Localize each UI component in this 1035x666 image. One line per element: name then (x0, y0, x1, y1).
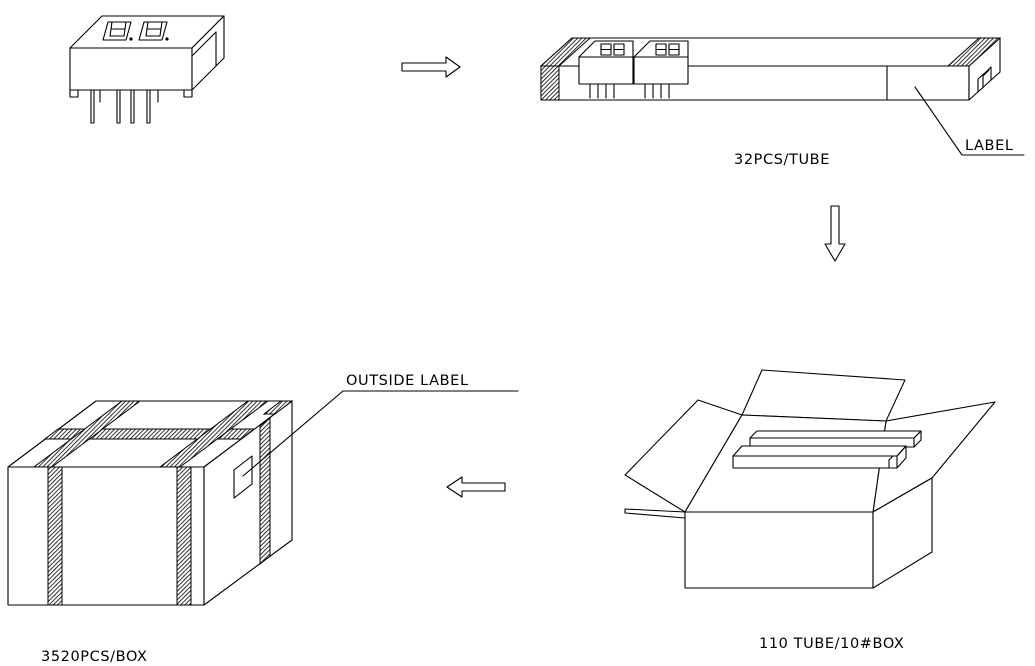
outside-label-leader (242, 390, 519, 477)
tube-label-text: LABEL (965, 138, 1014, 154)
component-pins (90, 89, 159, 124)
outside-label-text: OUTSIDE LABEL (346, 373, 469, 389)
box-strap-right-front (176, 466, 192, 606)
tube-component-1 (578, 40, 634, 99)
tube-label-leader (914, 86, 1025, 156)
box-strap-left-front (47, 466, 63, 606)
carton-back-flap (741, 369, 906, 422)
sealed-box (7, 390, 519, 606)
open-carton (624, 369, 996, 589)
component-front-face (69, 47, 193, 91)
carton-front-face (684, 511, 874, 589)
carton-tube-1 (749, 430, 922, 448)
carton-quantity-text: 110 TUBE/10#BOX (759, 636, 904, 652)
component-digit-2 (138, 21, 169, 41)
box-front-face (7, 466, 205, 606)
arrow-left-icon (446, 476, 506, 498)
arrow-down-icon (824, 205, 846, 262)
led-display-component (69, 15, 225, 124)
box-strap-right-top (158, 400, 270, 468)
component-digit-1 (102, 21, 133, 41)
box-quantity-text: 3520PCS/BOX (41, 649, 148, 665)
box-strap-side (259, 416, 271, 566)
tube-quantity-text: 32PCS/TUBE (734, 152, 830, 168)
carton-side-face (872, 477, 933, 589)
tube-component-2 (633, 40, 689, 99)
box-outside-label (233, 455, 253, 499)
tube (539, 37, 1025, 156)
box-strap-left-top (32, 400, 142, 468)
arrow-right-icon (401, 56, 461, 78)
carton-tube-2 (732, 445, 907, 469)
